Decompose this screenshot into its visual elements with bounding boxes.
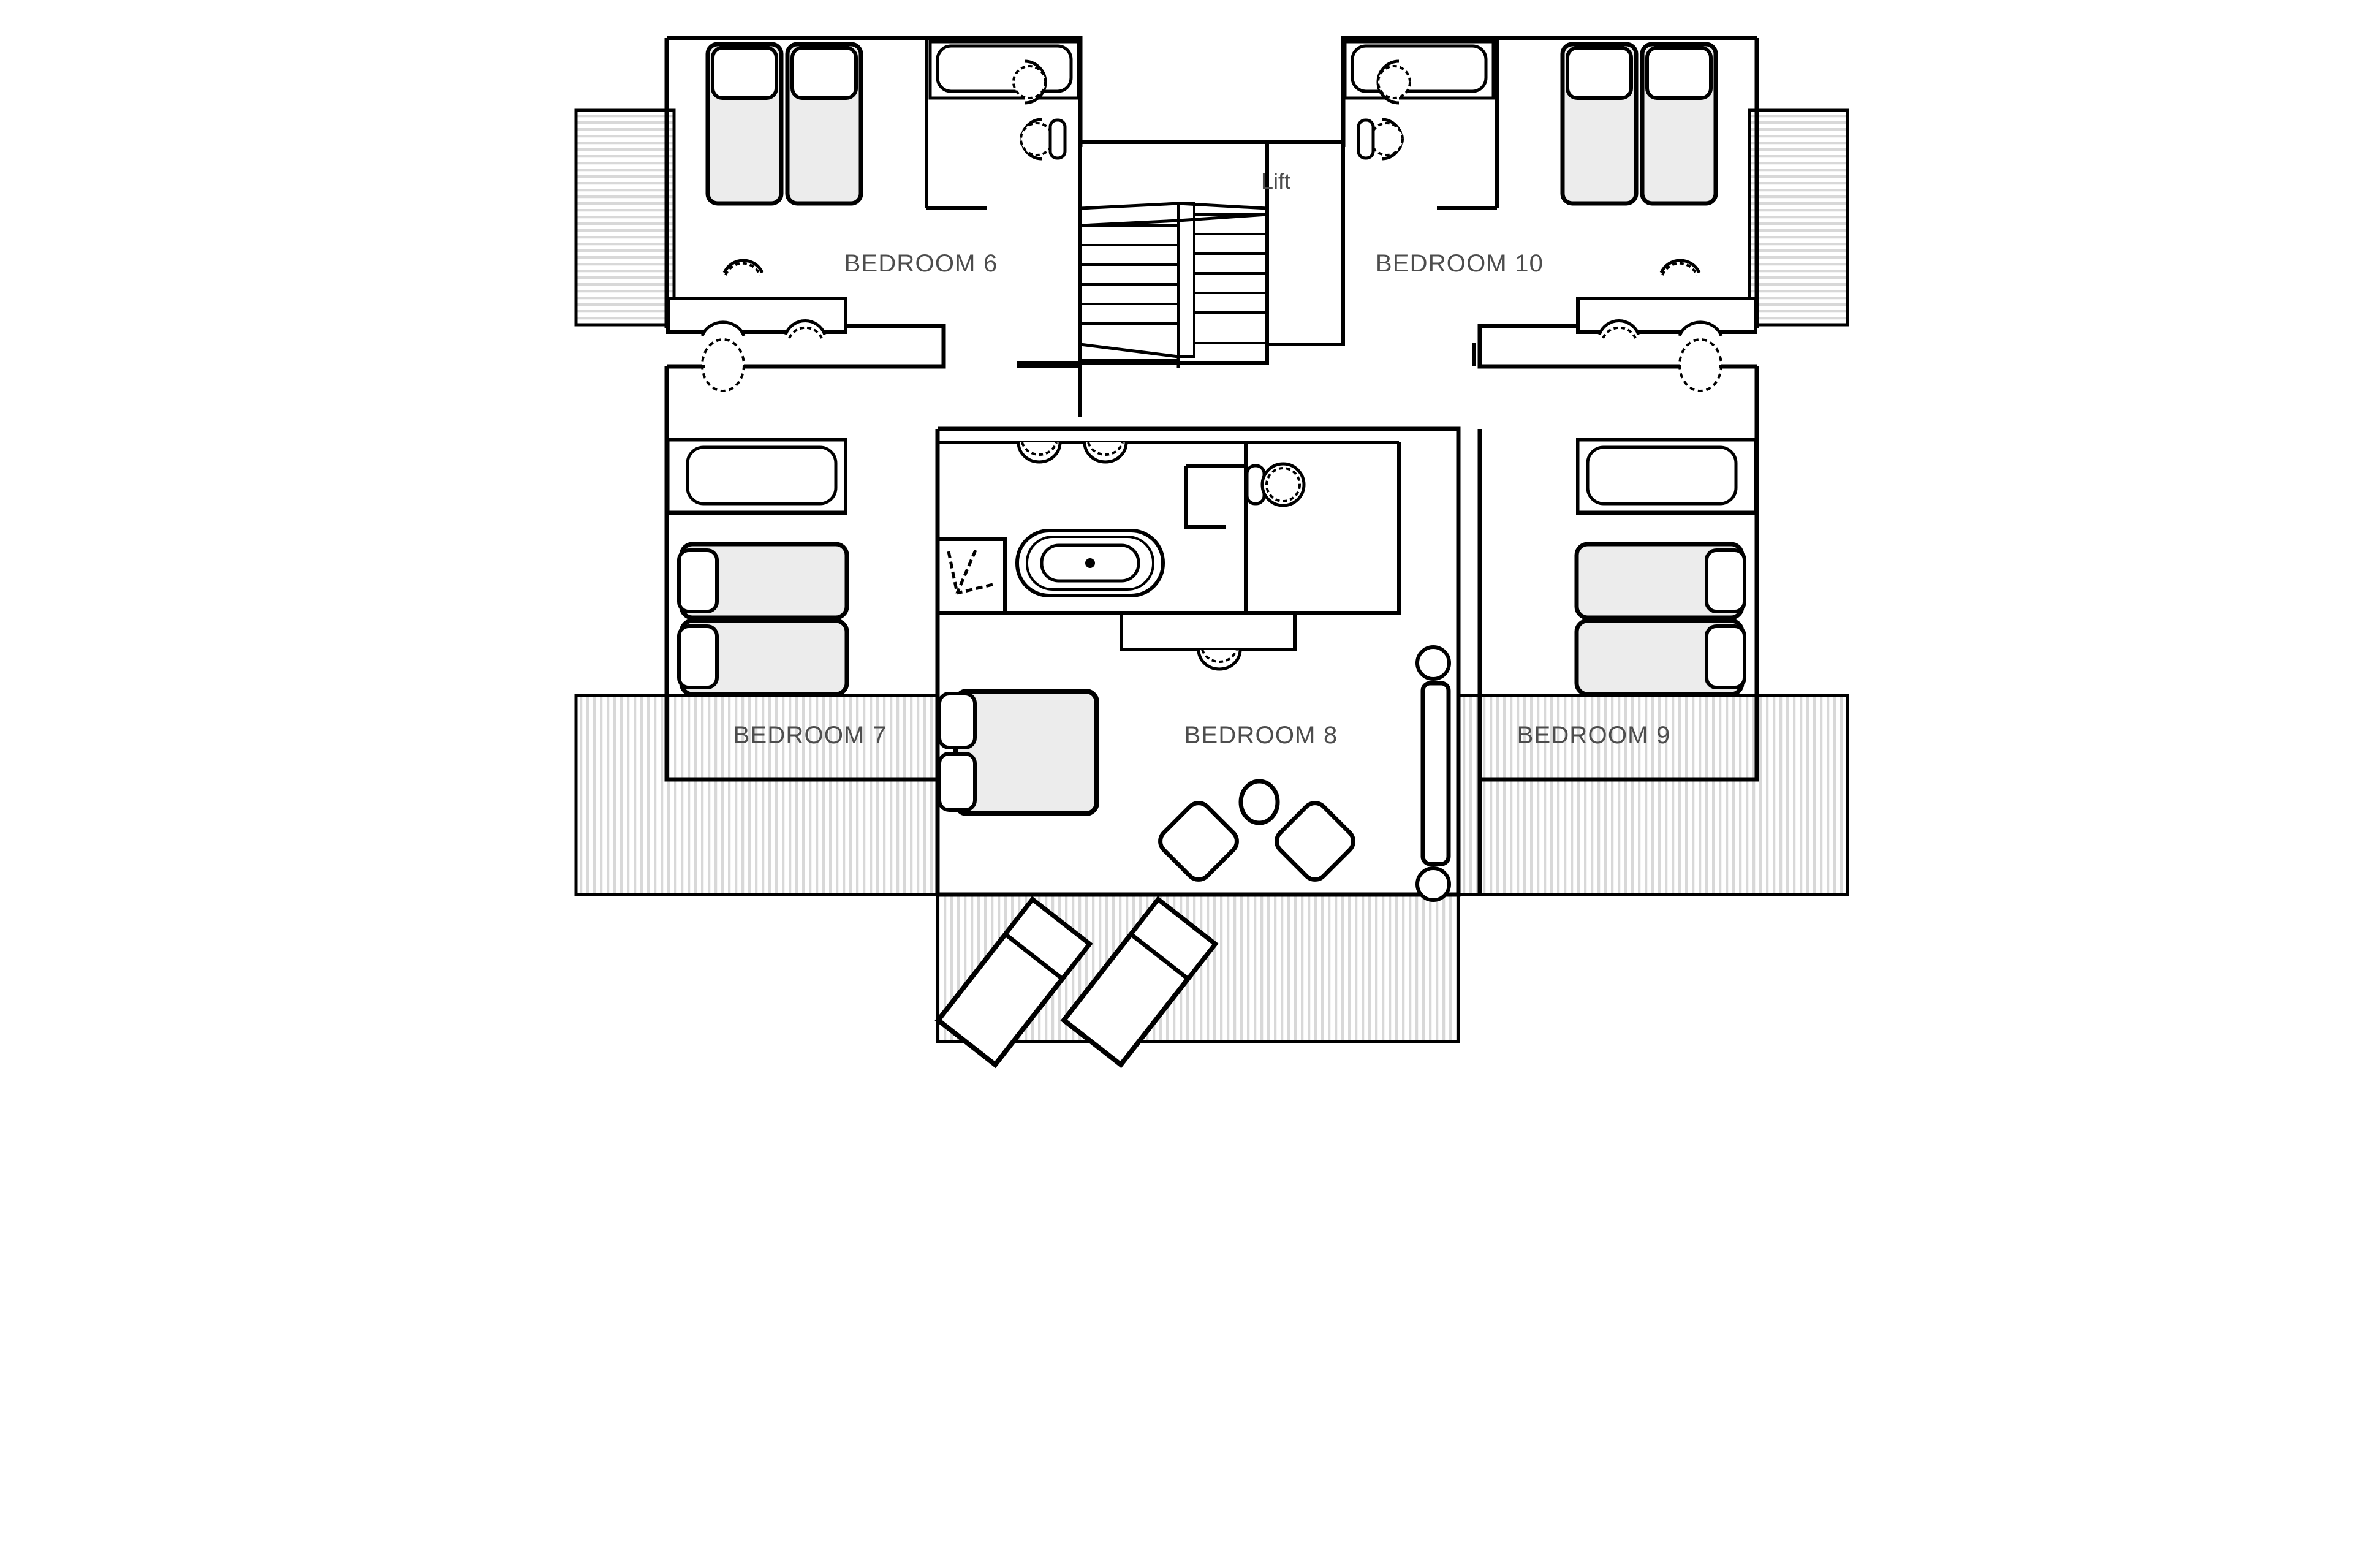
door-openings — [667, 343, 1757, 368]
bathroom-wall-bedroom-10 — [1341, 38, 1499, 210]
room-label-bedroom-9: BEDROOM 9 — [1517, 722, 1671, 749]
room-label-bedroom-8: BEDROOM 8 — [1184, 722, 1338, 749]
single-bed — [785, 42, 863, 206]
single-bed — [677, 618, 849, 697]
single-bed — [1574, 618, 1746, 697]
bathroom-partitions-bedroom-8 — [938, 441, 1401, 651]
bathtub-bedroom-9 — [1576, 438, 1757, 514]
sun-lounger — [1060, 896, 1219, 1069]
staircase — [1017, 202, 1268, 417]
sofa-bedroom-8 — [1415, 645, 1451, 902]
room-label-bedroom-7: BEDROOM 7 — [733, 722, 887, 749]
room-label-bedroom-6: BEDROOM 6 — [844, 250, 998, 277]
freestanding-bathtub-bedroom-8 — [1015, 529, 1165, 597]
shower-symbol-bedroom-8 — [947, 550, 993, 595]
terrace-upper-right — [1748, 108, 1849, 327]
bathtub-bedroom-10 — [1343, 40, 1495, 100]
basin-group-bedroom-10 — [1357, 59, 1411, 161]
single-bed — [677, 542, 849, 620]
bed-group-bedroom-10 — [1560, 42, 1718, 206]
single-bed — [1640, 42, 1718, 206]
room-label-bedroom-10: BEDROOM 10 — [1376, 250, 1544, 277]
bathtub-bedroom-6 — [928, 40, 1080, 100]
basin-group-bedroom-6 — [1012, 59, 1067, 161]
single-bed — [705, 42, 784, 206]
lift-label: Lift — [1261, 169, 1290, 194]
lounger-group — [934, 896, 1219, 1069]
armchair-group-bedroom-8 — [1158, 779, 1355, 882]
toilet-bedroom-10 — [1678, 320, 1723, 392]
toilet-bedroom-6 — [700, 320, 746, 392]
bidet-bedroom-6 — [784, 319, 827, 339]
basin-vanity-bedroom-8 — [1197, 649, 1242, 671]
sun-lounger — [934, 896, 1093, 1069]
bathtub-bedroom-7 — [666, 438, 847, 514]
bed-group-bedroom-7 — [677, 542, 849, 697]
double-bed-bedroom-8 — [938, 689, 1099, 816]
bathroom-wall-bedroom-6 — [925, 38, 1082, 210]
toilet-bedroom-8 — [1245, 462, 1306, 507]
bed-group-bedroom-9 — [1574, 542, 1746, 697]
terrace-upper-left — [574, 108, 676, 327]
single-bed — [1560, 42, 1639, 206]
basin-group-bedroom-8 — [1017, 442, 1128, 464]
bed-group-bedroom-6 — [705, 42, 863, 206]
bidet-bedroom-10 — [1597, 319, 1640, 339]
single-bed — [1574, 542, 1746, 620]
